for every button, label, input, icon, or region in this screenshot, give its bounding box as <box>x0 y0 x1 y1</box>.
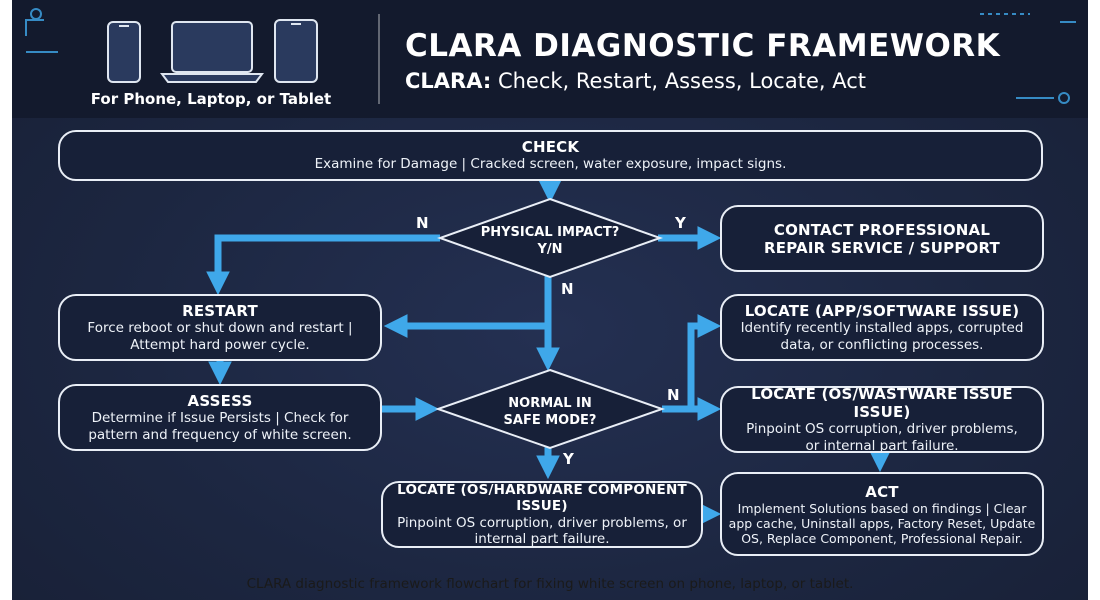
corner-dot-top-left <box>30 8 42 20</box>
check-title: CHECK <box>521 138 580 157</box>
safemode-question-line1: NORMAL IN <box>508 396 592 411</box>
act-line2: app cache, Uninstall apps, Factory Reset… <box>728 515 1036 531</box>
locate-hw-title: LOCATE (OS/HARDWARE COMPONENT ISSUE) <box>397 482 687 515</box>
impact-yes-label: Y <box>675 214 686 232</box>
locate-hw-line2: internal part failure. <box>474 530 610 547</box>
corner-bracket-top-left <box>25 19 44 36</box>
safemode-yes-label: Y <box>563 450 574 468</box>
locate-app-line1: Identify recently installed apps, corrup… <box>740 320 1024 337</box>
act-box: ACT Implement Solutions based on finding… <box>720 472 1044 556</box>
locate-app-line2: data, or conflicting processes. <box>780 336 984 353</box>
impact-diamond <box>437 197 663 279</box>
impact-no-label: N <box>416 214 429 232</box>
contact-box: CONTACT PROFESSIONAL REPAIR SERVICE / SU… <box>720 205 1044 272</box>
check-box: CHECK Examine for Damage | Cracked scree… <box>58 130 1043 181</box>
arrow-safemode-to-app <box>687 314 722 409</box>
tablet-icon <box>274 19 318 83</box>
act-title: ACT <box>865 482 899 501</box>
locate-os-line1: Pinpoint OS corruption, driver problems, <box>746 421 1018 438</box>
impact-down-no-label: N <box>561 280 574 298</box>
laptop-icon <box>160 21 264 83</box>
locate-hw-line1: Pinpoint OS corruption, driver problems,… <box>397 514 687 531</box>
contact-line1: CONTACT PROFESSIONAL <box>773 220 991 239</box>
locate-hw-box: LOCATE (OS/HARDWARE COMPONENT ISSUE) Pin… <box>381 481 703 548</box>
check-body: Examine for Damage | Cracked screen, wat… <box>314 156 787 173</box>
restart-title: RESTART <box>182 302 258 321</box>
phone-icon <box>107 21 141 83</box>
assess-box: ASSESS Determine if Issue Persists | Che… <box>58 384 382 451</box>
impact-question-line1: PHYSICAL IMPACT? <box>480 225 620 240</box>
locate-os-title: LOCATE (OS/WASTWARE ISSUE ISSUE) <box>751 385 1013 422</box>
assess-line1: Determine if Issue Persists | Check for <box>91 410 349 427</box>
page-subtitle: CLARA: Check, Restart, Assess, Locate, A… <box>405 69 866 93</box>
safemode-diamond <box>434 368 666 450</box>
assess-line2: pattern and frequency of white screen. <box>88 426 352 443</box>
act-line3: OS, Replace Component, Professional Repa… <box>741 530 1023 546</box>
restart-line2: Attempt hard power cycle. <box>130 336 310 353</box>
locate-os-box: LOCATE (OS/WASTWARE ISSUE ISSUE) Pinpoin… <box>720 385 1044 454</box>
safemode-question: NORMAL IN SAFE MODE? <box>450 396 650 430</box>
arrow-impact-no <box>206 234 440 296</box>
corner-dot-right <box>1058 92 1070 104</box>
impact-question: PHYSICAL IMPACT? Y/N <box>450 225 650 259</box>
device-caption: For Phone, Laptop, or Tablet <box>90 90 332 108</box>
assess-title: ASSESS <box>187 392 253 411</box>
safemode-no-label: N <box>667 386 680 404</box>
act-line1: Implement Solutions based on findings | … <box>737 500 1027 516</box>
locate-app-title: LOCATE (APP/SOFTWARE ISSUE) <box>744 302 1020 321</box>
figure-caption: CLARA diagnostic framework flowchart for… <box>246 576 854 592</box>
restart-box: RESTART Force reboot or shut down and re… <box>58 294 382 361</box>
locate-app-box: LOCATE (APP/SOFTWARE ISSUE) Identify rec… <box>720 294 1044 361</box>
contact-line2: REPAIR SERVICE / SUPPORT <box>764 238 1000 257</box>
impact-question-line2: Y/N <box>537 241 563 257</box>
restart-line1: Force reboot or shut down and restart | <box>87 320 353 337</box>
locate-os-line2: or internal part failure. <box>805 437 959 454</box>
page-title: CLARA DIAGNOSTIC FRAMEWORK <box>405 28 1001 64</box>
subtitle-text: Check, Restart, Assess, Locate, Act <box>491 69 866 93</box>
safemode-question-line2: SAFE MODE? <box>503 412 597 428</box>
subtitle-prefix: CLARA: <box>405 69 492 93</box>
